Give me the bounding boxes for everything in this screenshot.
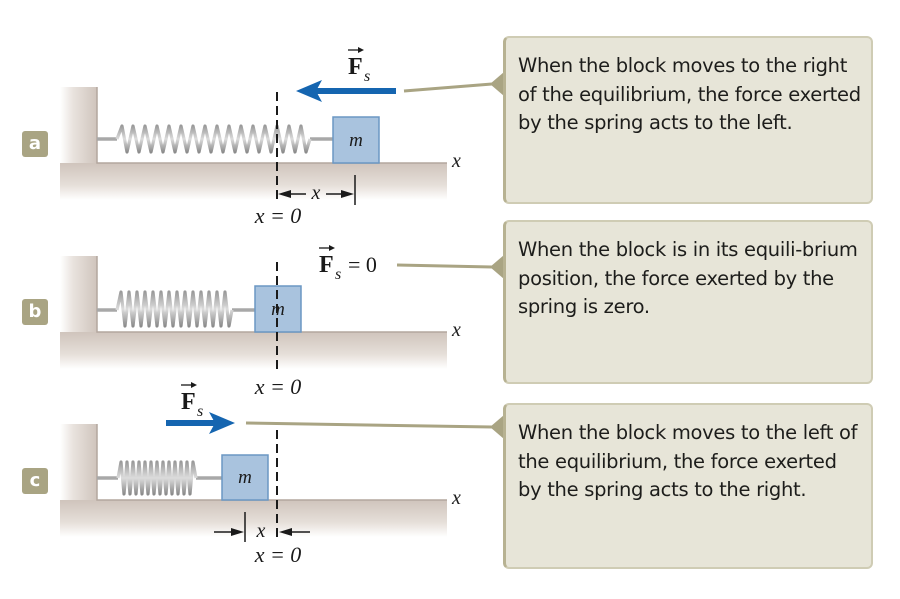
- origin-label: x = 0: [254, 542, 302, 567]
- origin-label: x = 0: [254, 203, 302, 228]
- force-label: F s: [348, 47, 370, 85]
- force-label: F s: [181, 382, 203, 420]
- mass-block: [332, 116, 380, 164]
- spring: [97, 460, 222, 496]
- panel-a: m x x x = 0 F s: [60, 47, 504, 228]
- svg-text:= 0: = 0: [348, 252, 377, 277]
- axis-label: x: [451, 319, 461, 341]
- axis-label: x: [451, 150, 461, 172]
- callout-leader-a: [403, 72, 504, 96]
- panel-badge-c: c: [22, 468, 48, 494]
- mass-label: m: [349, 130, 363, 151]
- wall-and-floor: [60, 424, 447, 537]
- svg-text:F: F: [319, 252, 334, 278]
- callout-a: When the block moves to the right of the…: [503, 36, 873, 204]
- mass-block: [221, 454, 269, 501]
- displacement-marker: [278, 175, 356, 205]
- callout-c: When the block moves to the left of the …: [503, 403, 873, 569]
- displacement-label: x: [311, 182, 321, 204]
- mass-label: m: [238, 467, 252, 488]
- displacement-marker: [214, 512, 310, 542]
- spring: [97, 290, 255, 328]
- force-zero-label: F s = 0: [319, 245, 377, 283]
- svg-text:F: F: [348, 54, 363, 80]
- svg-text:s: s: [335, 266, 341, 283]
- origin-label: x = 0: [254, 374, 302, 399]
- spring: [97, 124, 333, 154]
- panel-b: m x x = 0 F s = 0: [60, 245, 504, 399]
- panel-badge-b: b: [22, 299, 48, 325]
- axis-label: x: [451, 487, 461, 509]
- callout-leader-b: [396, 255, 504, 279]
- panel-badge-a: a: [22, 131, 48, 157]
- svg-text:F: F: [181, 389, 196, 415]
- force-arrow-left: [296, 80, 396, 102]
- svg-text:s: s: [364, 68, 370, 85]
- displacement-label: x: [256, 520, 266, 542]
- callout-b: When the block is in its equili-brium po…: [503, 220, 873, 384]
- svg-text:s: s: [197, 403, 203, 420]
- wall-and-floor: [60, 256, 447, 369]
- wall-and-floor: [60, 87, 447, 200]
- panel-c: m x x x = 0 F s: [60, 382, 504, 567]
- callout-leader-c: [245, 415, 504, 439]
- force-arrow-right: [166, 412, 235, 434]
